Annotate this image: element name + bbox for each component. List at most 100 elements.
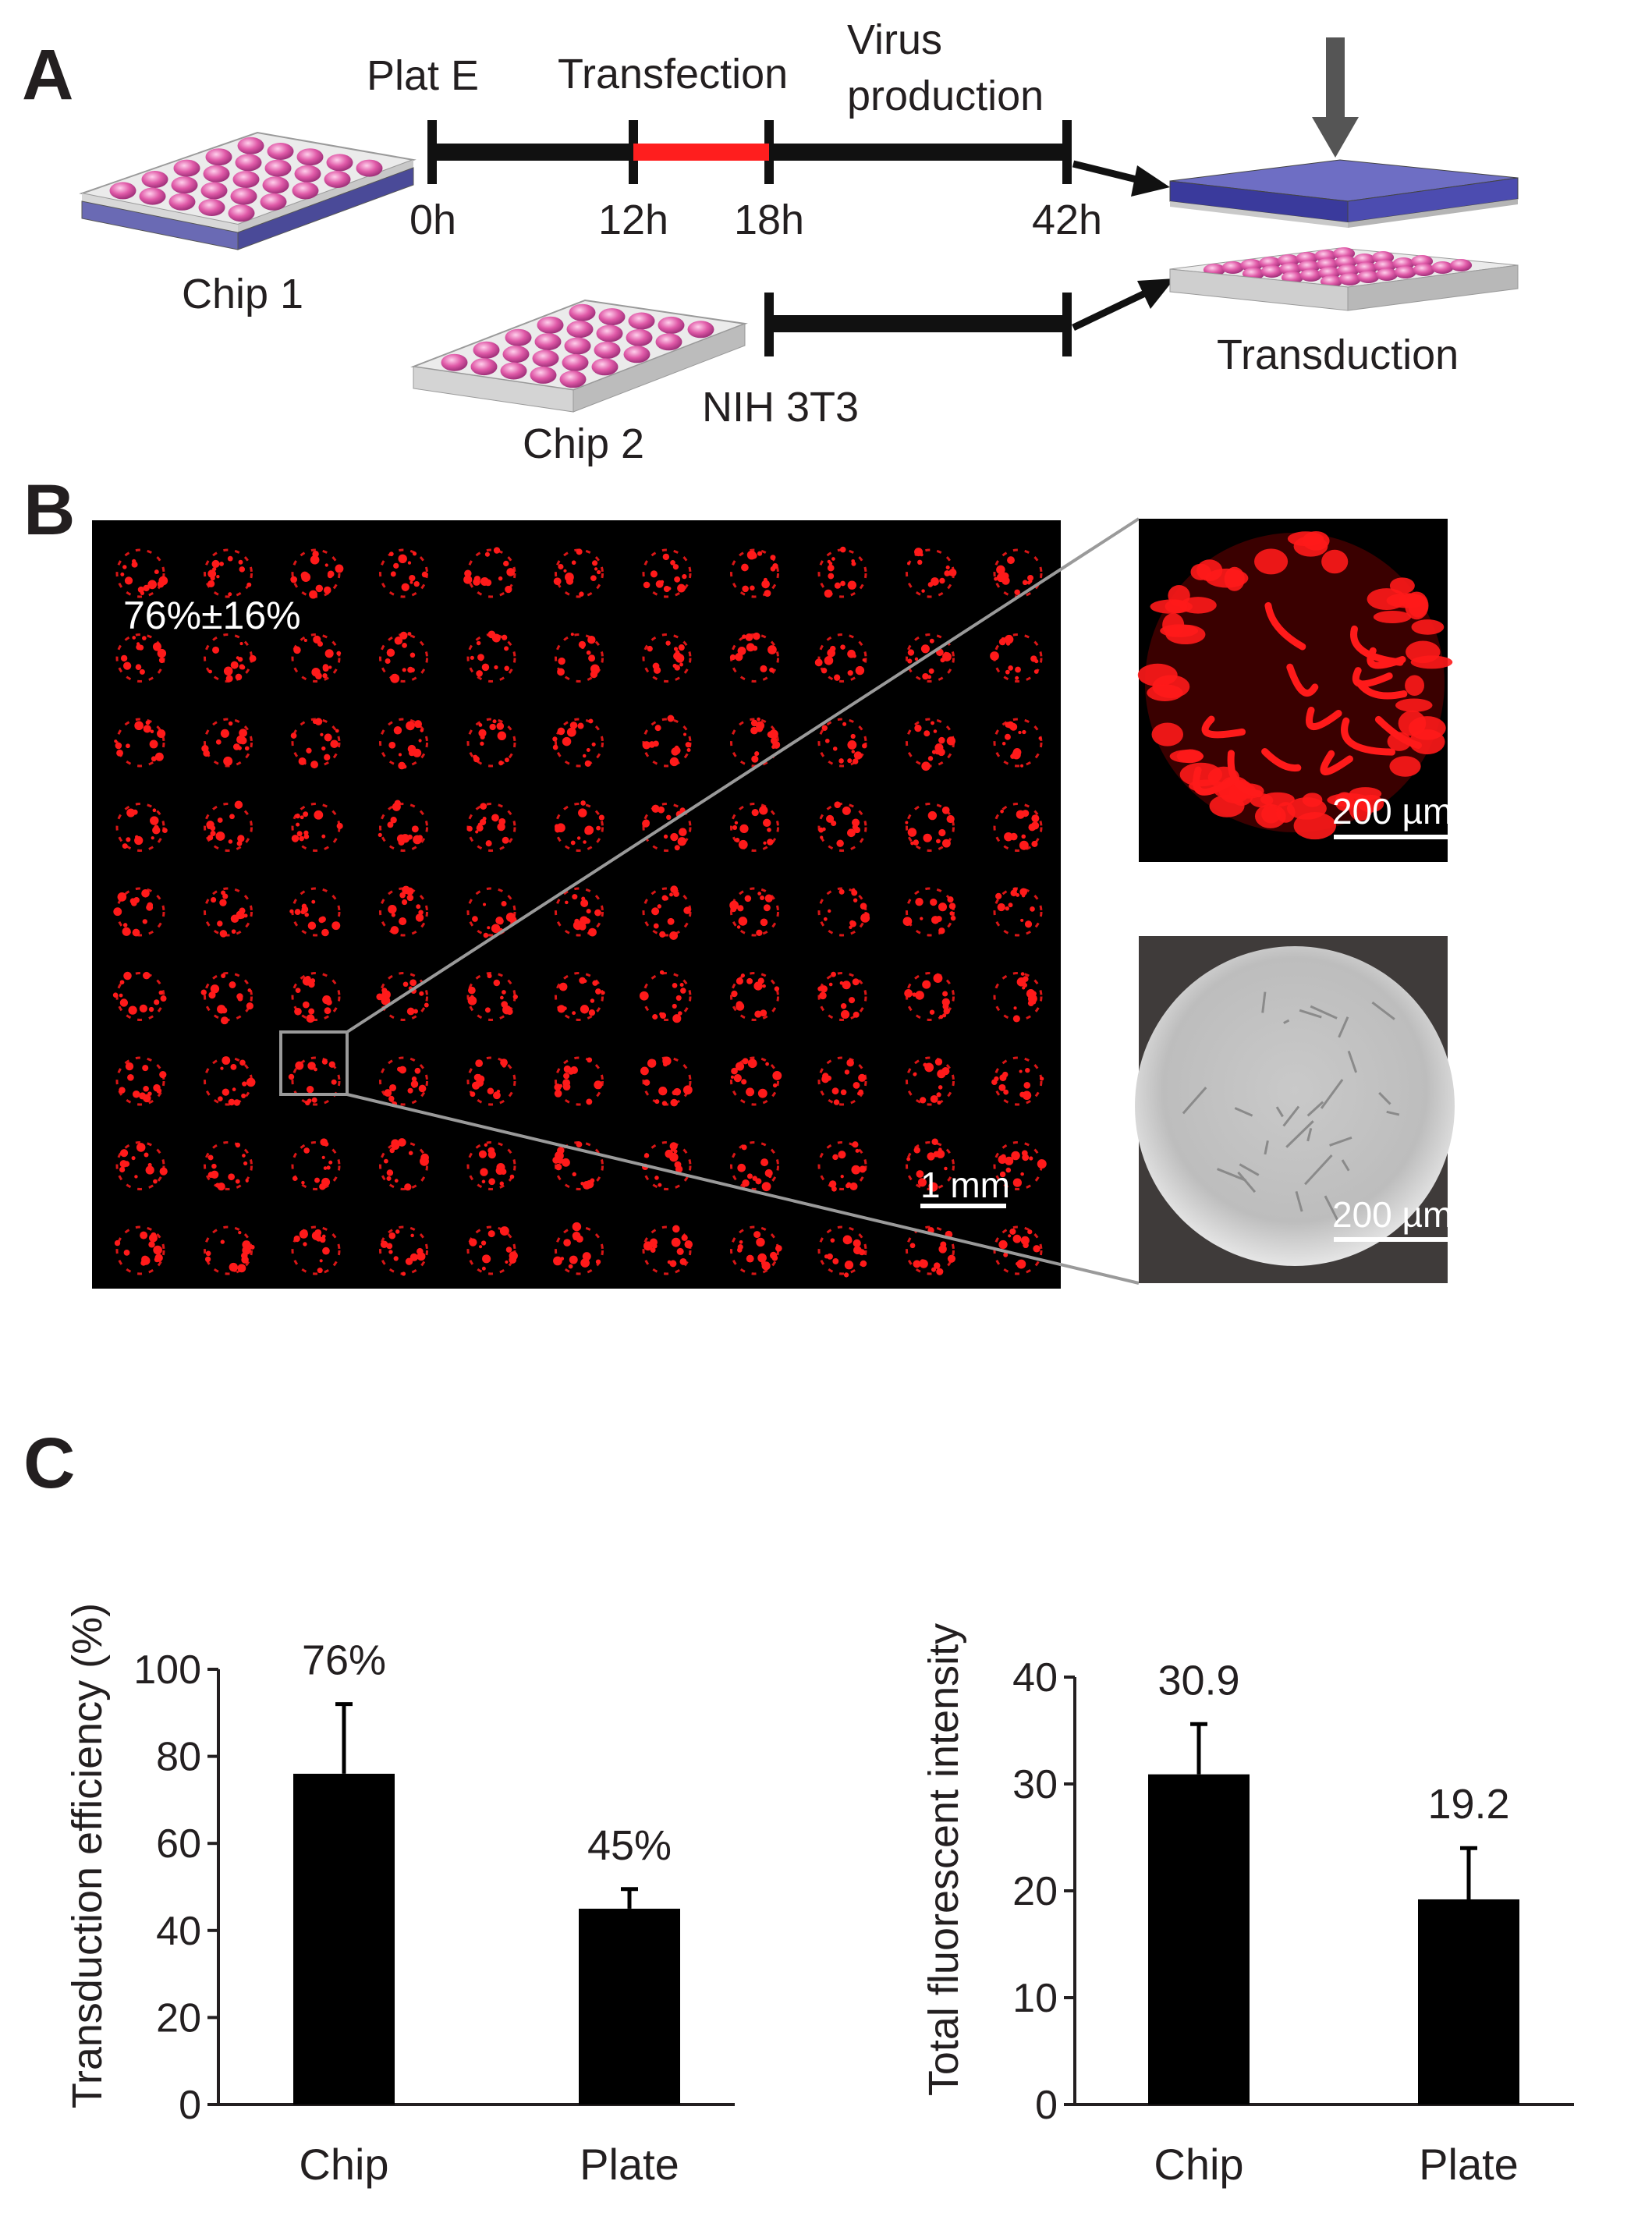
array-well: [730, 548, 779, 598]
timepoint-0h: 0h: [409, 197, 457, 243]
chip-well: [1357, 271, 1380, 283]
chip-well: [1376, 268, 1399, 281]
array-well: [555, 1056, 604, 1106]
chip-well: [109, 182, 136, 200]
data-label: 76%: [302, 1637, 386, 1684]
y-axis-label: Transduction efficiency (%): [64, 1603, 111, 2108]
array-well: [291, 972, 341, 1021]
array-well: [993, 1225, 1043, 1275]
category-label: Plate: [580, 2140, 679, 2189]
array-well: [379, 1141, 428, 1190]
array-well: [730, 803, 779, 852]
chip2-label: Chip 2: [523, 420, 645, 467]
array-well: [555, 972, 604, 1021]
virus-label: Virus: [847, 16, 943, 63]
array-well: [204, 718, 253, 768]
array-well: [115, 1056, 165, 1106]
nih3t3-label: NIH 3T3: [702, 384, 860, 431]
chip-well: [623, 346, 651, 363]
array-well: [906, 887, 955, 937]
chip-well: [1260, 265, 1283, 278]
arrow-to-bottom-chip: [1072, 278, 1175, 332]
arrow-to-top-chip: [1072, 160, 1170, 197]
y-tick-label: 40: [156, 1909, 201, 1954]
chip-well: [562, 353, 589, 371]
chip-well: [655, 333, 682, 351]
chip-well: [530, 366, 557, 384]
data-label: 19.2: [1427, 1781, 1509, 1828]
y-tick-label: 10: [1012, 1976, 1058, 2021]
chip-well: [200, 182, 228, 200]
scale-bar-200um-fluor: [1334, 835, 1461, 839]
y-tick-label: 30: [1012, 1762, 1058, 1807]
y-tick-label: 40: [1012, 1655, 1058, 1700]
array-well: [115, 633, 165, 683]
chip-well: [173, 159, 200, 177]
selection-box: [279, 1030, 349, 1096]
array-well: [817, 633, 867, 683]
array-well: [555, 633, 604, 683]
array-well: [817, 972, 867, 1021]
chip-well: [292, 182, 319, 200]
chip-well: [139, 187, 166, 205]
fluorescent-well-grid: [112, 546, 1047, 1278]
chip-well: [534, 333, 562, 351]
array-well: [730, 1141, 779, 1190]
panel-c-letter: C: [23, 1424, 76, 1503]
transduction-label: Transduction: [1217, 332, 1459, 378]
chip-well: [1221, 261, 1244, 274]
transfection-label: Transfection: [558, 51, 789, 98]
array-well: [642, 1056, 692, 1106]
y-tick-label: 20: [156, 1995, 201, 2041]
chip-well: [470, 358, 498, 376]
y-tick-label: 80: [156, 1735, 201, 1780]
y-tick-label: 0: [1035, 2083, 1058, 2128]
array-well: [730, 887, 779, 937]
array-well: [993, 718, 1043, 768]
array-well: [817, 1225, 867, 1275]
array-well: [466, 1141, 516, 1190]
array-well: [817, 718, 867, 768]
array-well: [115, 1225, 165, 1275]
array-well: [730, 1056, 779, 1106]
chip-well: [566, 321, 594, 339]
array-well: [379, 887, 428, 937]
array-well: [204, 887, 253, 937]
chip-well: [569, 303, 596, 321]
array-well: [115, 718, 165, 768]
chip-well: [326, 154, 353, 172]
array-well: [379, 1056, 428, 1106]
chip-well: [205, 148, 232, 166]
array-well: [993, 887, 1043, 937]
scale-200um-bright-label: 200 µm: [1332, 1194, 1453, 1235]
array-well: [817, 1056, 867, 1106]
plat-e-label: Plat E: [367, 52, 480, 99]
chip-well: [356, 159, 383, 177]
array-well: [555, 548, 604, 598]
chip-well: [237, 137, 264, 154]
chip-well: [324, 171, 351, 188]
chip-well: [532, 349, 559, 367]
category-label: Plate: [1419, 2140, 1519, 2189]
chip-well: [203, 165, 230, 183]
chip-well: [505, 328, 532, 346]
production-label: production: [847, 73, 1044, 119]
chip-well: [1450, 259, 1473, 271]
array-well: [817, 887, 867, 937]
array-well: [642, 1225, 692, 1275]
chip-well: [260, 193, 287, 211]
chip-well: [228, 204, 255, 222]
array-well: [115, 1141, 165, 1190]
chip-well: [262, 176, 289, 194]
array-well: [291, 633, 341, 683]
array-well: [906, 1056, 955, 1106]
chip-well: [1338, 273, 1361, 285]
array-well: [730, 972, 779, 1021]
array-well: [204, 548, 253, 598]
panel-b-images: [92, 517, 1461, 1289]
array-well: [115, 548, 165, 598]
chip-well: [198, 199, 225, 216]
chip-well: [168, 193, 196, 211]
